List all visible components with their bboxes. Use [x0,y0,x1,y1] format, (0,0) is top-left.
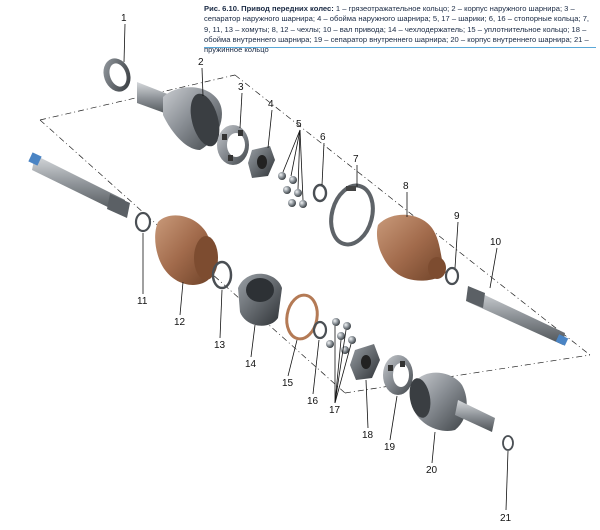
callout-21: 21 [500,513,512,524]
callout-18: 18 [362,430,374,441]
part-3-outer-cage [217,125,249,165]
part-9-clamp [444,266,460,286]
part-11-clamp [134,211,152,233]
part-4-outer-joint-race [248,146,275,178]
part-15-seal-ring [285,293,319,341]
part-6-retaining-ring [312,183,328,203]
callout-6: 6 [320,132,326,143]
callout-11: 11 [137,296,148,307]
callout-4: 4 [268,99,274,110]
part-13-clamp [211,260,233,290]
callout-3: 3 [238,82,244,93]
part-10-drive-shaft-end [466,286,569,346]
part-17-balls [326,318,356,354]
callout-2: 2 [198,57,204,68]
part-19-inner-cage [383,355,413,395]
caption-text: 1 – грязеотражательное кольцо; 2 – корпу… [204,4,590,55]
part-5-balls [278,172,307,208]
callout-15: 15 [282,378,294,389]
callout-9: 9 [454,211,460,222]
callout-10: 10 [490,237,502,248]
part-7-clamp [329,183,375,247]
callout-20: 20 [426,465,438,476]
part-14-boot-holder [238,273,282,326]
part-8-outer-boot [376,214,446,281]
figure-caption: Рис. 6.10. Привод передних колес: 1 – гр… [204,4,596,55]
caption-title: Рис. 6.10. Привод передних колес: [204,4,334,13]
part-1-mud-ring [103,58,131,92]
callout-7: 7 [353,154,359,165]
callout-numbers: 1 2 3 4 5 6 7 8 9 10 11 12 13 14 15 16 1… [121,13,512,524]
callout-5: 5 [296,119,302,130]
callout-8: 8 [403,181,409,192]
part-2-outer-joint-housing [137,82,222,150]
part-16-retaining-ring [312,320,328,340]
part-12-inner-boot [155,215,218,285]
part-18-inner-joint-race [350,344,380,380]
callout-1: 1 [121,13,127,24]
callout-13: 13 [214,340,226,351]
assembly-axis-outline [39,74,591,394]
callout-17: 17 [329,405,341,416]
part-21-spring-ring [502,435,514,451]
drive-shaft-left-end [28,152,130,218]
callout-19: 19 [384,442,396,453]
part-20-inner-joint-housing [409,372,495,432]
callout-leader-lines [123,23,509,511]
callout-12: 12 [174,317,186,328]
callout-16: 16 [307,396,319,407]
callout-14: 14 [245,359,257,370]
caption-divider [204,47,596,48]
